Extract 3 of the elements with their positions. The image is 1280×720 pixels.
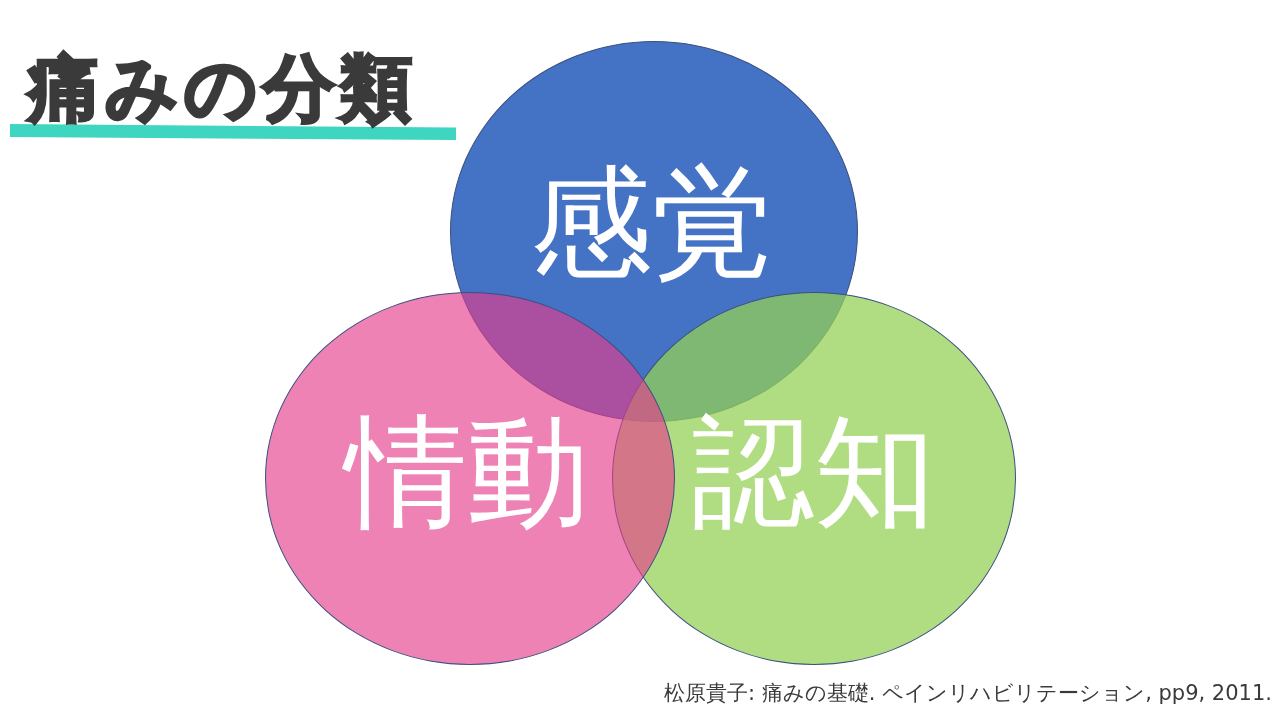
circle-label: 感覚 xyxy=(530,157,774,288)
citation-text: 松原貴子: 痛みの基礎. ペインリハビリテーション, pp9, 2011. xyxy=(664,680,1272,707)
circle-label: 認知 xyxy=(692,406,936,537)
